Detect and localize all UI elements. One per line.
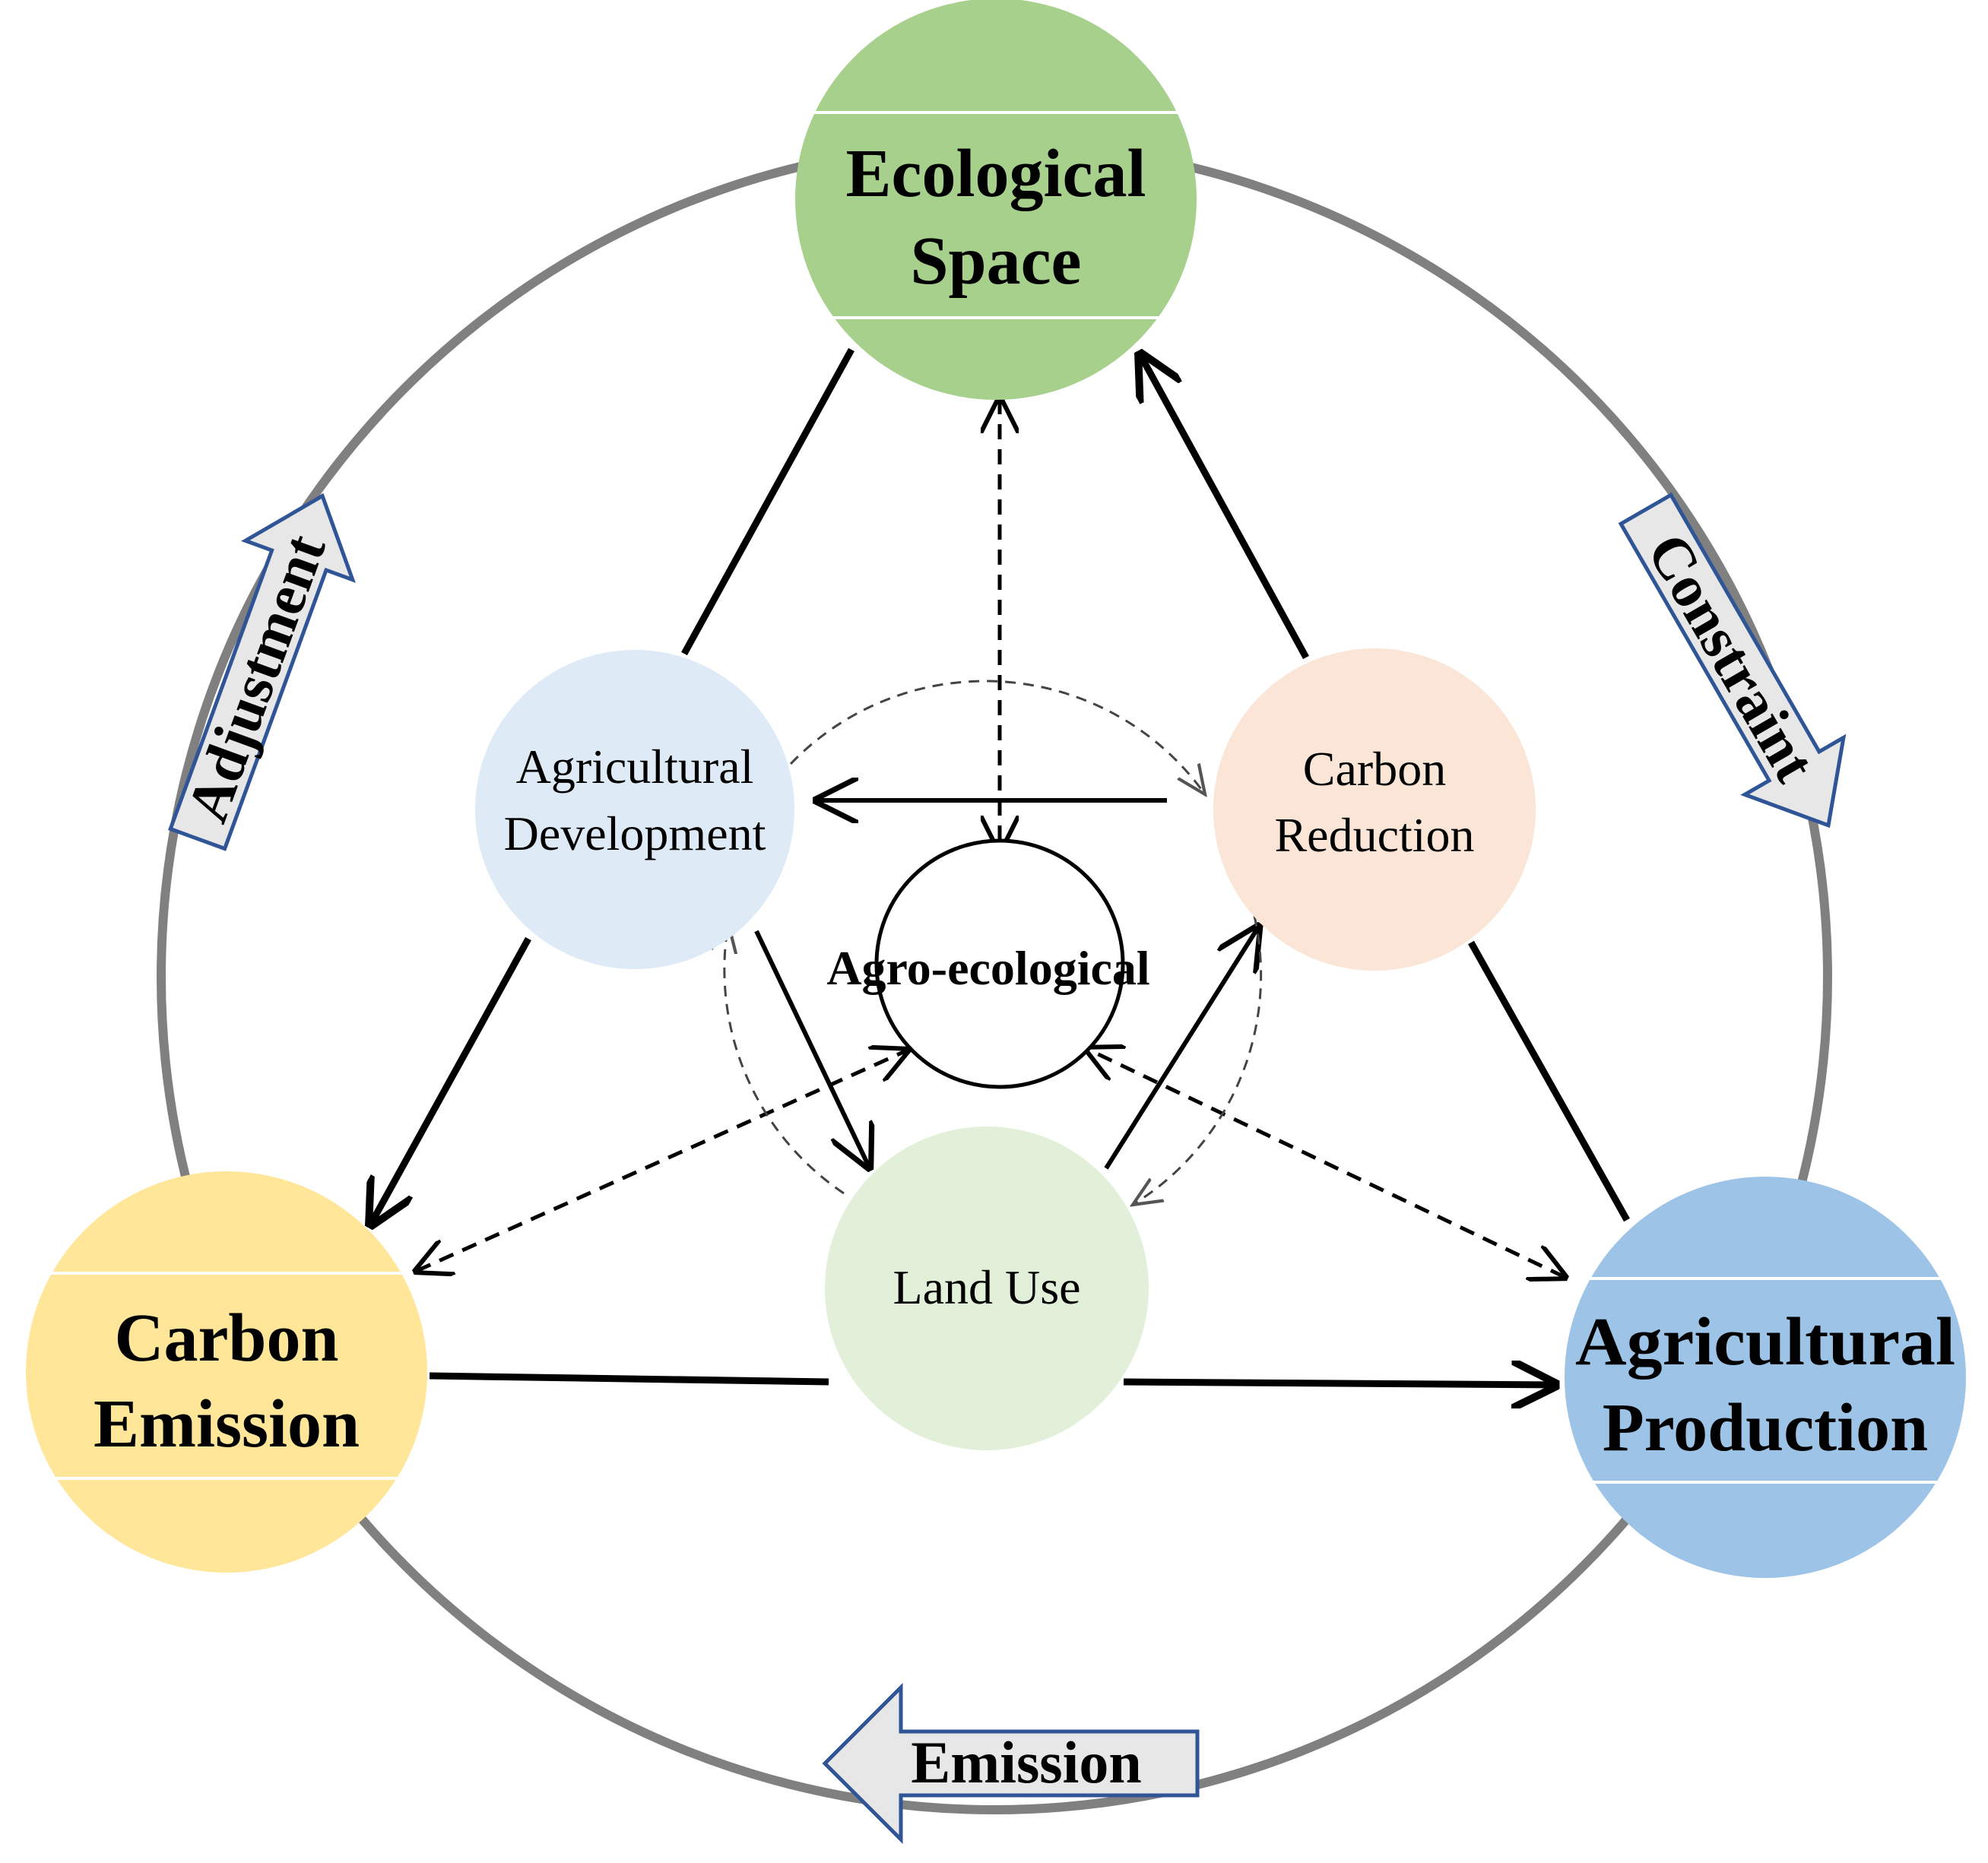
node-carbon-reduction-line2: Reduction (1274, 808, 1474, 862)
node-land-use-label: Land Use (893, 1260, 1080, 1314)
node-carbon-reduction: Carbon Reduction (1213, 648, 1536, 971)
adjustment-arrow-label: Adjustment (173, 526, 338, 830)
emission-arrow (822, 1682, 1200, 1845)
dashed-production-core (1087, 1049, 1565, 1277)
node-ecological-space-line1: Ecological (846, 136, 1146, 211)
edge-development-to-emission (371, 936, 531, 1224)
node-ecological-space-line2: Space (911, 223, 1082, 299)
inner-cycle-arc-right (1133, 915, 1263, 1205)
node-carbon-reduction-disc (1213, 648, 1536, 971)
node-agricultural-development-line2: Development (504, 806, 766, 860)
node-agricultural-production-line2: Production (1603, 1390, 1928, 1465)
emission-arrow-shape (822, 1682, 1200, 1845)
emission-arrow-label: Emission (911, 1729, 1141, 1795)
edge-production-to-reduction (1468, 940, 1630, 1222)
adjustment-arrow-shape (168, 493, 356, 851)
core-circle (874, 838, 1125, 1089)
node-land-use: Land Use (825, 1126, 1149, 1450)
node-land-use-disc (825, 1126, 1149, 1450)
node-carbon-emission: Carbon Emission (26, 1171, 427, 1573)
core-label: Agro-ecological (826, 941, 1149, 995)
dashed-emission-core (417, 1050, 907, 1271)
node-agricultural-production: Agricultural Production (1565, 1177, 1966, 1578)
adjustment-arrow: Adjustment (168, 493, 356, 851)
edge-landuse-to-production (1123, 1382, 1555, 1385)
node-agricultural-development-disc (475, 650, 794, 969)
inner-cycle-arc-top (789, 680, 1205, 794)
node-carbon-emission-line2: Emission (94, 1386, 360, 1462)
node-agricultural-development-line1: Agricultural (516, 740, 754, 794)
constraint-arrow-label: Constraint (1634, 522, 1828, 792)
node-ecological-space-disc (795, 0, 1197, 400)
node-agricultural-development: Agricultural Development (475, 650, 794, 969)
node-ecological-space: Ecological Space (795, 0, 1197, 400)
edge-reduction-to-ecological (1140, 355, 1309, 660)
constraint-arrow: Constraint (1618, 492, 1847, 829)
node-carbon-emission-line1: Carbon (114, 1301, 338, 1376)
node-agricultural-production-line1: Agricultural (1575, 1304, 1955, 1380)
constraint-arrow-shape (1618, 492, 1847, 829)
edge-ecological-to-development (681, 347, 854, 656)
node-carbon-reduction-line1: Carbon (1303, 742, 1446, 796)
edge-emission-to-landuse (429, 1372, 829, 1386)
inner-cycle-arc-left (724, 924, 845, 1195)
